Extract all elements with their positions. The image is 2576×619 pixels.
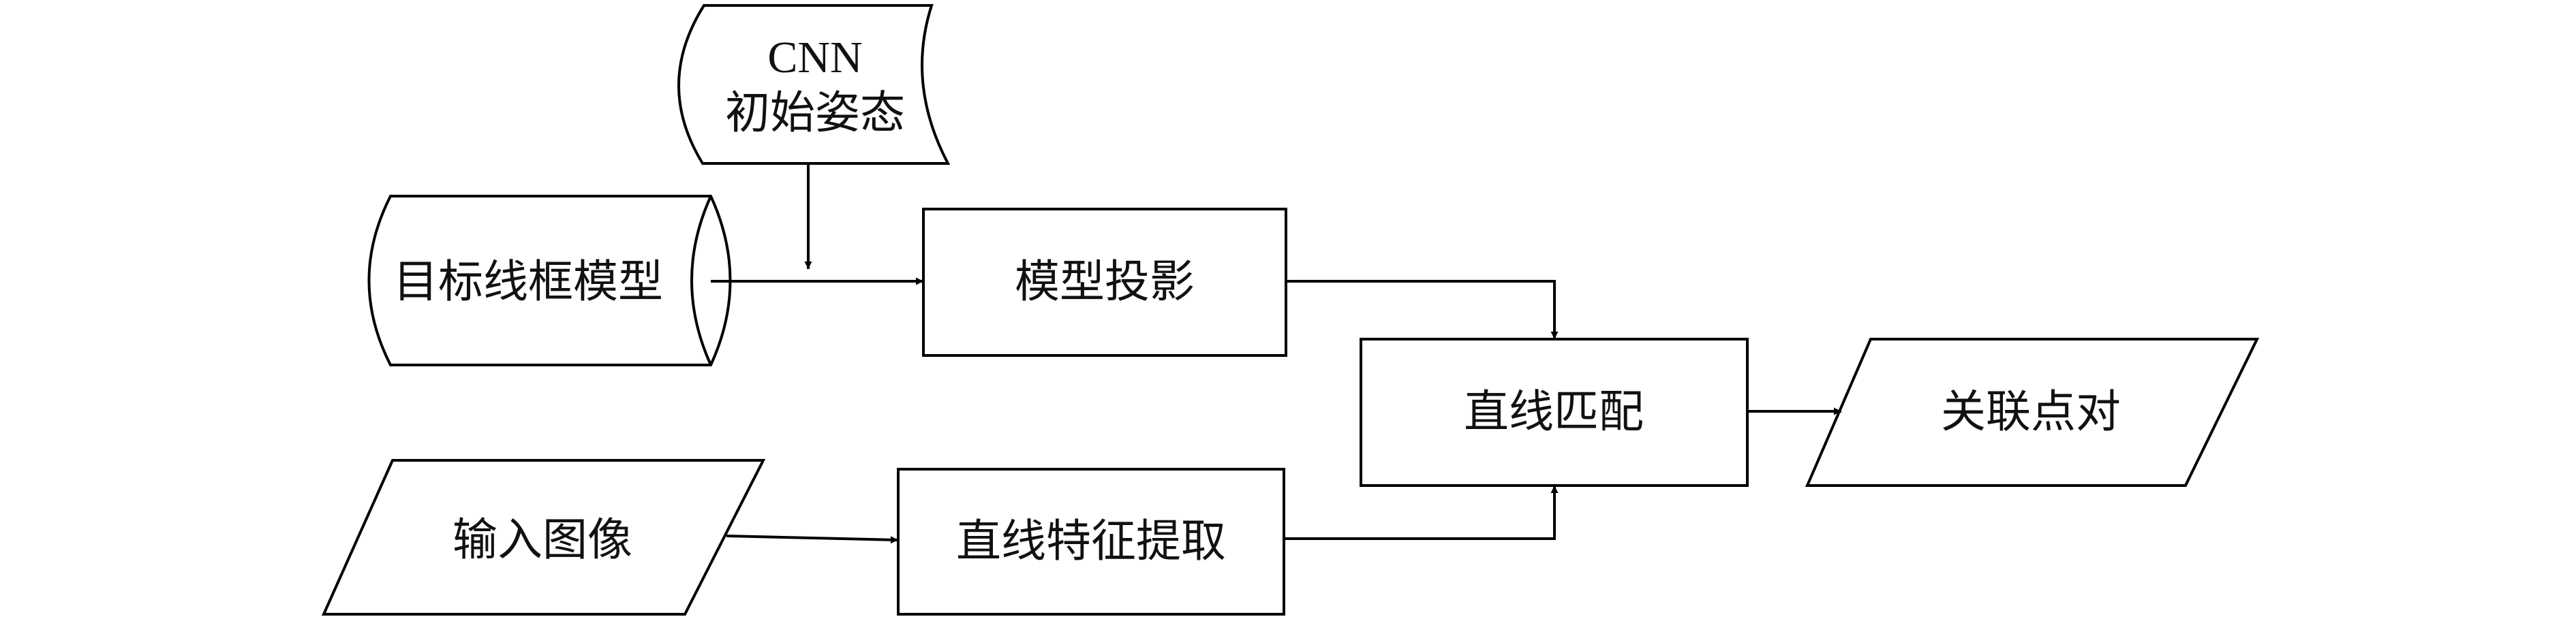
node-line-feature-extraction-label: 直线特征提取 xyxy=(956,515,1226,567)
node-model-projection: 模型投影 xyxy=(922,208,1287,357)
node-line-matching-label: 直线匹配 xyxy=(1464,385,1644,438)
node-input-image: 输入图像 xyxy=(321,459,766,616)
node-correspondence-pairs-label: 关联点对 xyxy=(1941,385,2121,438)
arrow-projection-to-matching xyxy=(1286,280,1559,339)
node-cnn-initial-pose-label-line2: 初始姿态 xyxy=(725,86,905,139)
node-correspondence-pairs: 关联点对 xyxy=(1805,338,2260,487)
node-cnn-initial-pose: CNN 初始姿态 xyxy=(677,4,951,165)
node-line-feature-extraction: 直线特征提取 xyxy=(897,468,1285,616)
node-model-projection-label: 模型投影 xyxy=(1015,255,1195,308)
node-cnn-initial-pose-label-line1: CNN xyxy=(767,33,862,82)
node-target-wireframe-model-label: 目标线框模型 xyxy=(393,255,663,308)
arrow-image-to-extraction xyxy=(726,535,899,544)
node-input-image-label: 输入图像 xyxy=(453,513,632,566)
node-line-matching: 直线匹配 xyxy=(1360,338,1749,487)
arrow-extraction-to-matching xyxy=(1284,486,1559,540)
node-target-wireframe-model: 目标线框模型 xyxy=(367,195,732,366)
